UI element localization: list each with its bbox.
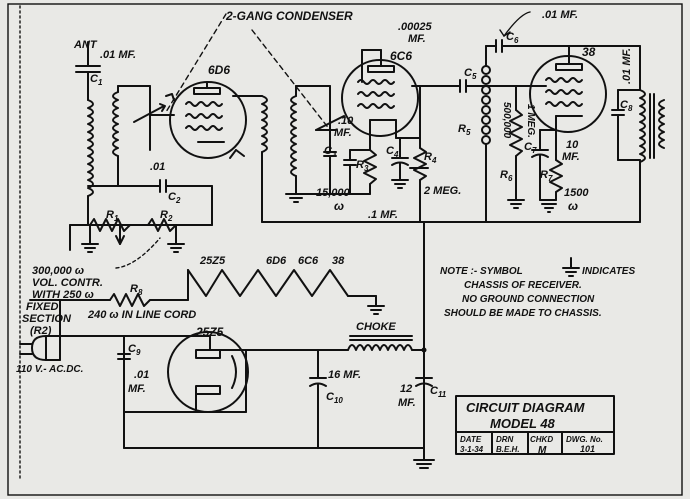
r4-value: 2 MEG. [423, 185, 461, 197]
resistor-r6 [507, 85, 525, 209]
tube-38-label: 38 [582, 45, 596, 59]
heater-label: 6C6 [298, 255, 319, 267]
tube-6c6-label: 6C6 [390, 49, 412, 63]
c3-label: C3 [324, 145, 337, 159]
model-text: MODEL 48 [490, 416, 556, 431]
c4-value: .1 MF. [368, 209, 398, 221]
cathode-network-6c6 [343, 137, 429, 223]
c2-label: C2 [168, 191, 181, 205]
output-transformer [611, 45, 665, 223]
c11-value: 12 [400, 383, 412, 395]
heater-string [29, 269, 385, 315]
r5-label: R5 [458, 123, 471, 137]
r3-label: R3 [356, 159, 369, 173]
note-text: NOTE :- SYMBOL [440, 266, 523, 277]
c9-label: C9 [128, 343, 141, 357]
arrow-head-icon [499, 29, 511, 37]
vol-control-text: FIXED [26, 301, 58, 313]
note-text: SHOULD BE MADE TO CHASSIS. [444, 308, 602, 319]
date-header: DATE [460, 435, 482, 444]
line-cord-label: 240 ω IN LINE CORD [87, 309, 196, 321]
r6-label: R6 [500, 169, 513, 183]
r6-value: 1 MEG. [525, 104, 536, 138]
vol-control-text: (R2) [30, 325, 52, 337]
checked-header: CHKD [530, 435, 553, 444]
capacitor-c5 [419, 39, 641, 139]
note-text: INDICATES [582, 266, 635, 277]
power-supply [19, 299, 435, 469]
c5-value: .00025 [398, 21, 433, 33]
c7-unit: MF. [562, 151, 580, 163]
r7-label: R7 [540, 169, 553, 183]
sheet-border [7, 3, 683, 496]
r7-value: 1500 [564, 187, 589, 199]
c6-value: .01 MF. [542, 9, 578, 21]
heater-label: 38 [332, 255, 345, 267]
c10-label: C10 [326, 391, 343, 405]
c5-unit: MF. [408, 33, 426, 45]
c11-label: C11 [430, 385, 447, 399]
resistor-r5 [481, 57, 491, 223]
choke-label: CHOKE [356, 321, 396, 333]
c5-label: C5 [464, 67, 477, 81]
gang-link-line [251, 29, 331, 131]
gang-label: 2-GANG CONDENSER [225, 9, 353, 23]
volume-control [69, 218, 213, 269]
c10-value: 16 MF. [328, 369, 361, 381]
note-text: NO GROUND CONNECTION [462, 294, 595, 305]
c1-label: C1 [90, 73, 103, 87]
c8-value: .01 MF. [621, 48, 633, 84]
heater-label: 6D6 [266, 255, 287, 267]
c11-unit: MF. [398, 397, 416, 409]
c4-label: C4 [386, 145, 399, 159]
tube-6d6-label: 6D6 [208, 63, 230, 77]
gang-link-line [165, 13, 227, 113]
date-value: 3-1-34 [460, 445, 484, 454]
tube-38 [529, 45, 607, 133]
c1-value: .01 MF. [100, 49, 136, 61]
c9-value: .01 [134, 369, 149, 381]
drawing-no-value: 101 [580, 444, 595, 454]
c7-value: 10 [566, 139, 579, 151]
c3-value: .10 [338, 115, 354, 127]
ant-label: ANT [73, 39, 98, 51]
checked-value: M [538, 445, 547, 456]
cathode-network-38 [531, 129, 563, 213]
vol-control-value: 300,000 ω [32, 265, 84, 277]
r3-unit: ω [334, 199, 344, 213]
gang-arrow-icon [165, 93, 175, 101]
vol-control-text: WITH 250 ω [32, 289, 94, 301]
power-label: 110 V.- AC.DC. [16, 364, 83, 375]
drawn-header: DRN [496, 435, 514, 444]
r5-value: 500,000 [501, 102, 512, 139]
tube-6c6 [341, 49, 461, 151]
tube-6d6 [169, 81, 263, 159]
r4-label: R4 [424, 151, 437, 165]
rectifier-label: 25Z5 [195, 325, 224, 339]
r3-value: 15,000 [316, 187, 351, 199]
c2-value: .01 [150, 161, 165, 173]
heater-label: 25Z5 [199, 255, 226, 267]
c9-unit: MF. [128, 383, 146, 395]
c7-label: C7 [524, 141, 537, 155]
c6-label: C6 [506, 31, 519, 45]
r8-label: R8 [130, 283, 143, 297]
r2-label: R2 [160, 209, 173, 223]
drawing-no-header: DWG. No. [566, 435, 603, 444]
r7-unit: ω [568, 199, 578, 213]
vol-control-text: VOL. CONTR. [32, 277, 103, 289]
title-text: CIRCUIT DIAGRAM [466, 400, 586, 415]
rf-transformer [261, 85, 351, 223]
note-text: CHASSIS OF RECEIVER. [464, 280, 582, 291]
c6-pointer-arrow-icon [503, 11, 531, 37]
r1-label: R1 [106, 209, 119, 223]
c8-label: C8 [620, 99, 633, 113]
drawn-value: B.E.H. [496, 445, 520, 454]
title-block: CIRCUIT DIAGRAM MODEL 48 DATE DRN CHKD D… [455, 395, 615, 456]
c3-unit: MF. [334, 127, 352, 139]
vol-control-text: SECTION [22, 313, 72, 325]
ground-symbol-icon [562, 257, 580, 277]
